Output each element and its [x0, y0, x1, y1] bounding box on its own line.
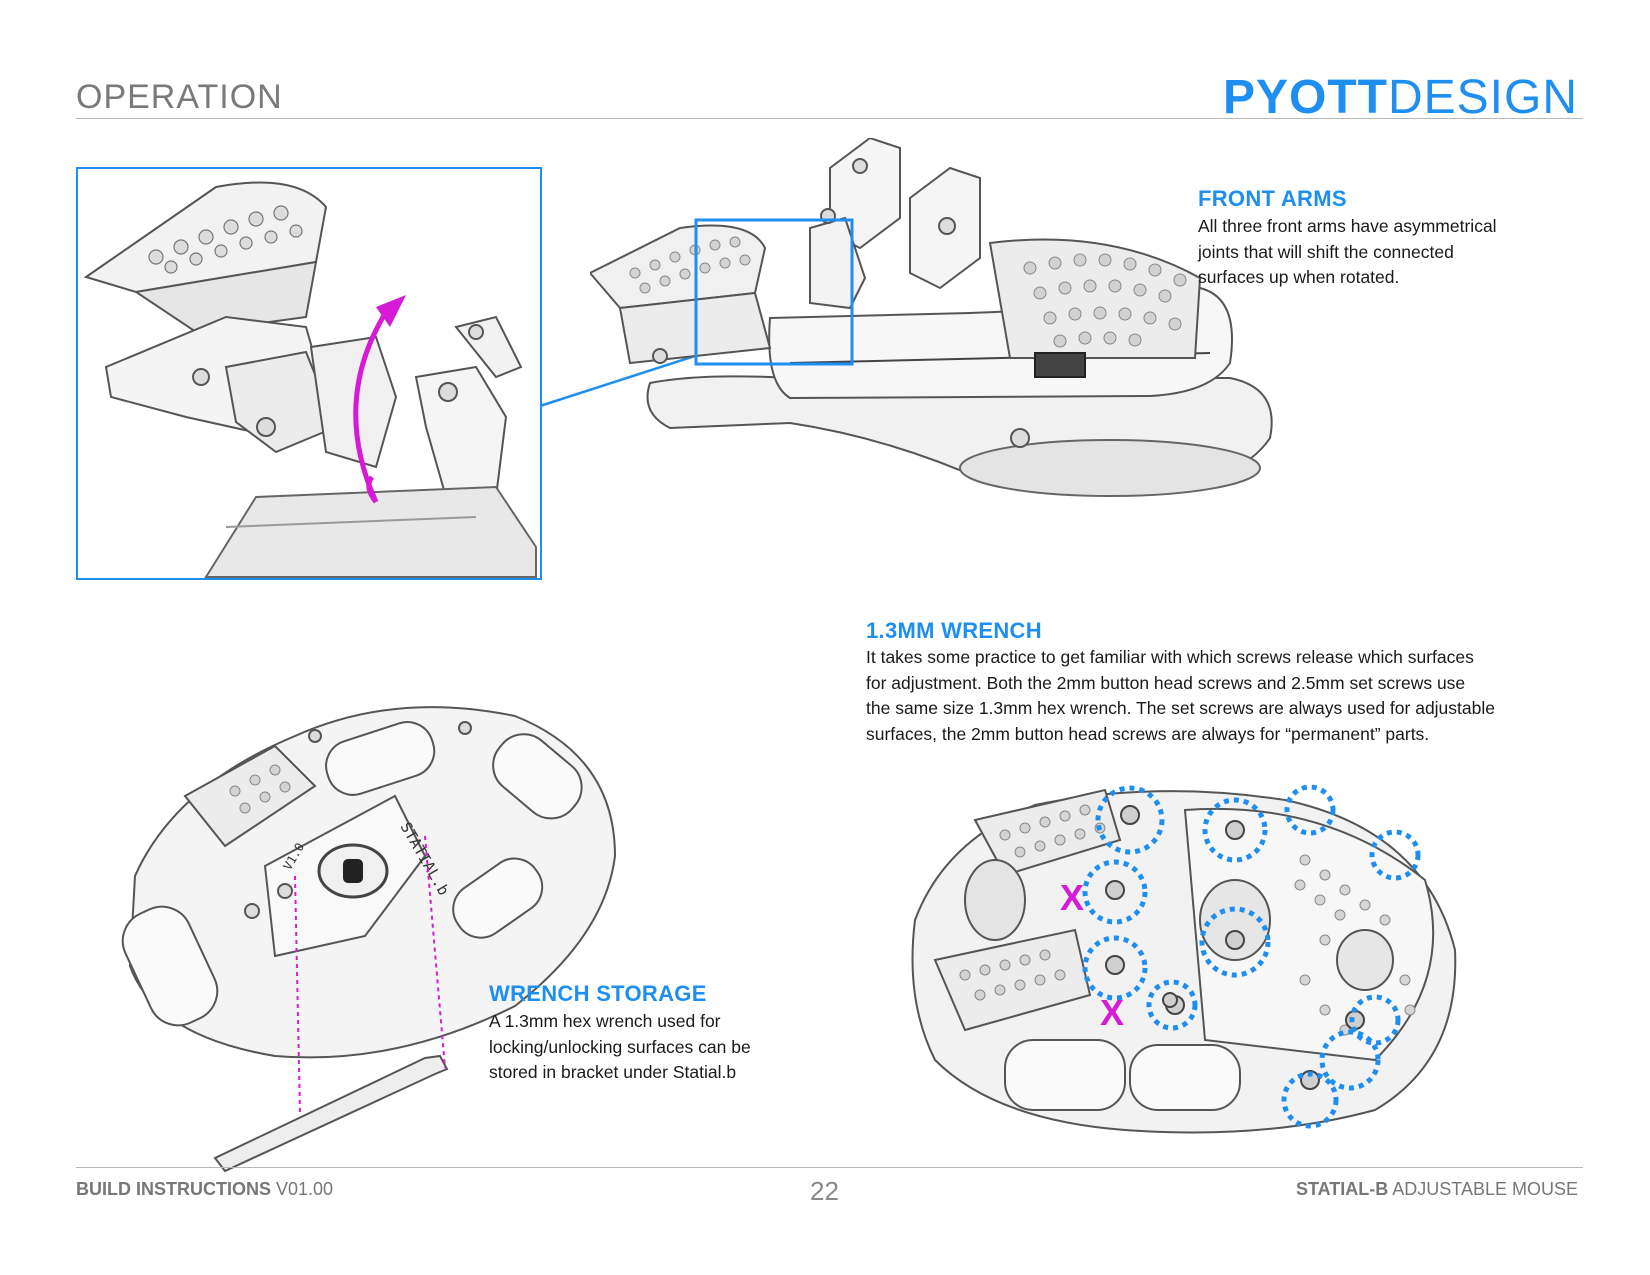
- front-arm-detail-inset: [76, 167, 542, 580]
- wrench-storage-line: A 1.3mm hex wrench used for: [489, 1011, 721, 1031]
- footer-product-light: ADJUSTABLE MOUSE: [1388, 1179, 1578, 1199]
- wrench-line: for adjustment. Both the 2mm button head…: [866, 672, 1466, 693]
- wrench-storage-line: stored in bracket under Statial.b: [489, 1062, 737, 1082]
- brand-logo: PYOTTDESIGN: [1223, 70, 1578, 125]
- brand-light: DESIGN: [1387, 71, 1578, 124]
- x-mark: X: [1060, 877, 1084, 918]
- front-arms-line: All three front arms have asymmetrical: [1198, 216, 1497, 236]
- front-arms-line: surfaces up when rotated.: [1198, 267, 1400, 287]
- footer-product-title: STATIAL-B ADJUSTABLE MOUSE: [1296, 1179, 1578, 1200]
- footer-product-bold: STATIAL-B: [1295, 1179, 1389, 1199]
- front-arms-description: All three front arms have asymmetrical j…: [1198, 214, 1497, 291]
- footer-doc-title: BUILD INSTRUCTIONS V01.00: [76, 1179, 333, 1200]
- wrench-line: surfaces, the 2mm button head screws are…: [866, 723, 1430, 744]
- footer-doc-title-bold: BUILD INSTRUCTIONS: [76, 1179, 271, 1199]
- wrench-line: It takes some practice to get familiar w…: [866, 647, 1474, 667]
- header-rule: [76, 118, 1583, 119]
- page-number: 22: [810, 1176, 839, 1206]
- wrench-line: the same size 1.3mm hex wrench. The set …: [866, 698, 1495, 718]
- footer-rule: [76, 1167, 1583, 1168]
- wrench-storage-description: A 1.3mm hex wrench used for locking/unlo…: [489, 1009, 751, 1086]
- front-arms-line: joints that will shift the connected: [1198, 241, 1454, 262]
- footer-doc-version: V01.00: [271, 1179, 334, 1199]
- mouse-screw-map-render: X X: [905, 780, 1475, 1140]
- wrench-description: It takes some practice to get familiar w…: [866, 645, 1495, 747]
- wrench-storage-line: locking/unlocking surfaces can be: [489, 1036, 751, 1057]
- wrench-heading: 1.3MM WRENCH: [866, 618, 1042, 643]
- wrench-storage-heading: WRENCH STORAGE: [489, 981, 707, 1006]
- section-title: OPERATION: [76, 78, 283, 116]
- brand-bold: PYOTT: [1222, 71, 1388, 124]
- mouse-underside-render: STATIAL.b V1.0: [95, 676, 635, 1176]
- front-arms-heading: FRONT ARMS: [1198, 186, 1347, 211]
- mouse-side-render: [590, 138, 1290, 528]
- x-mark: X: [1100, 992, 1124, 1033]
